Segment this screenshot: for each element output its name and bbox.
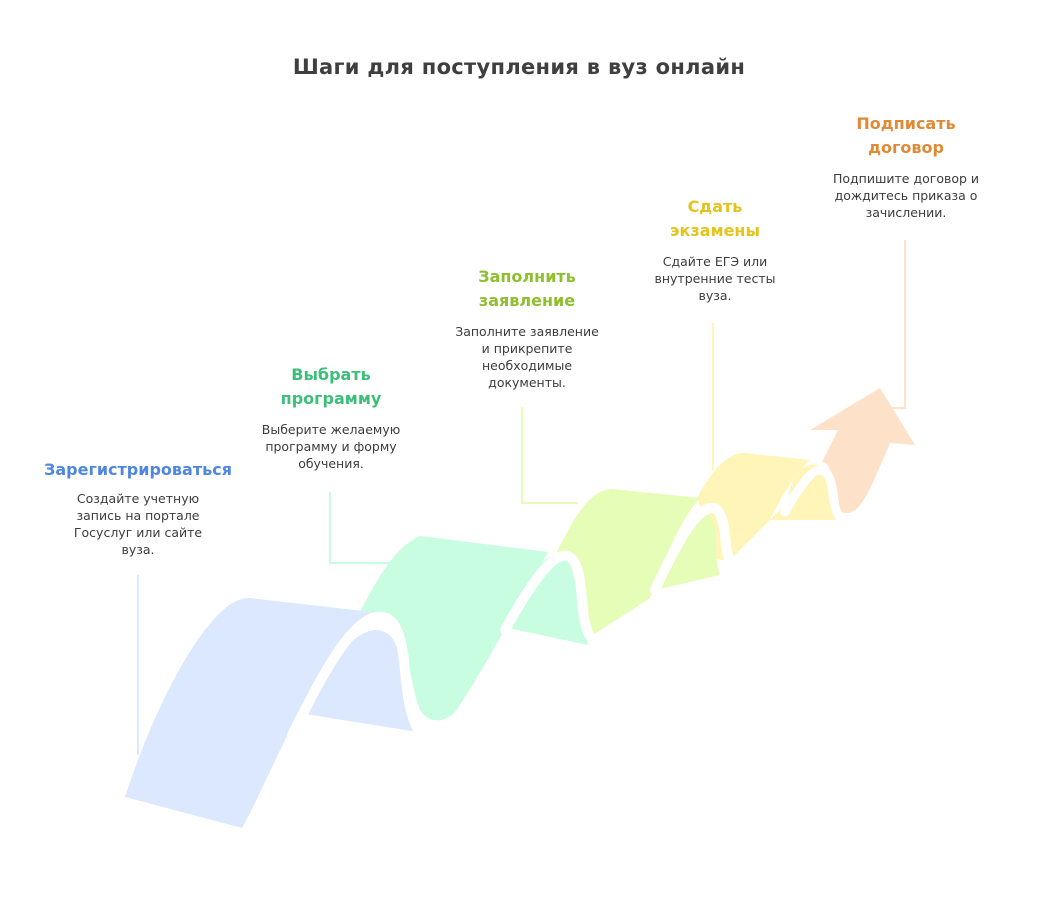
step-2-description: Выберите желаемую программу и форму обуч…: [261, 422, 401, 471]
step-3-heading: Заполнить заявление: [478, 267, 576, 310]
connector-line-step-5: [880, 240, 906, 409]
step-5-description: Подпишите договор и дождитесь приказа о …: [832, 171, 980, 220]
diagram-title: Шаги для поступления в вуз онлайн: [292, 55, 746, 79]
step-3: Заполнить заявление Заполните заявление …: [435, 265, 619, 391]
step-1-heading: Зарегистрироваться: [44, 460, 232, 479]
step-5: Подписать договор Подпишите договор и до…: [808, 112, 1004, 221]
step-4-description: Сдайте ЕГЭ или внутренние тесты вуза.: [654, 254, 776, 303]
step-2-heading: Выбрать программу: [280, 365, 382, 408]
step-4-heading: Сдать экзамены: [670, 197, 760, 240]
step-1: Зарегистрироваться Создайте учетную запи…: [22, 458, 254, 558]
step-3-description: Заполните заявление и прикрепите необход…: [455, 324, 599, 390]
step-5-heading: Подписать договор: [856, 114, 956, 157]
step-2: Выбрать программу Выберите желаемую прог…: [243, 363, 419, 472]
wave-shape-step-1: [125, 598, 372, 828]
step-1-description: Создайте учетную запись на портале Госус…: [73, 491, 203, 557]
step-4: Сдать экзамены Сдайте ЕГЭ или внутренние…: [636, 195, 794, 304]
connector-line-step-2: [329, 492, 392, 564]
connector-line-step-3: [521, 407, 578, 504]
arrow-shape-step-5: [810, 388, 915, 514]
